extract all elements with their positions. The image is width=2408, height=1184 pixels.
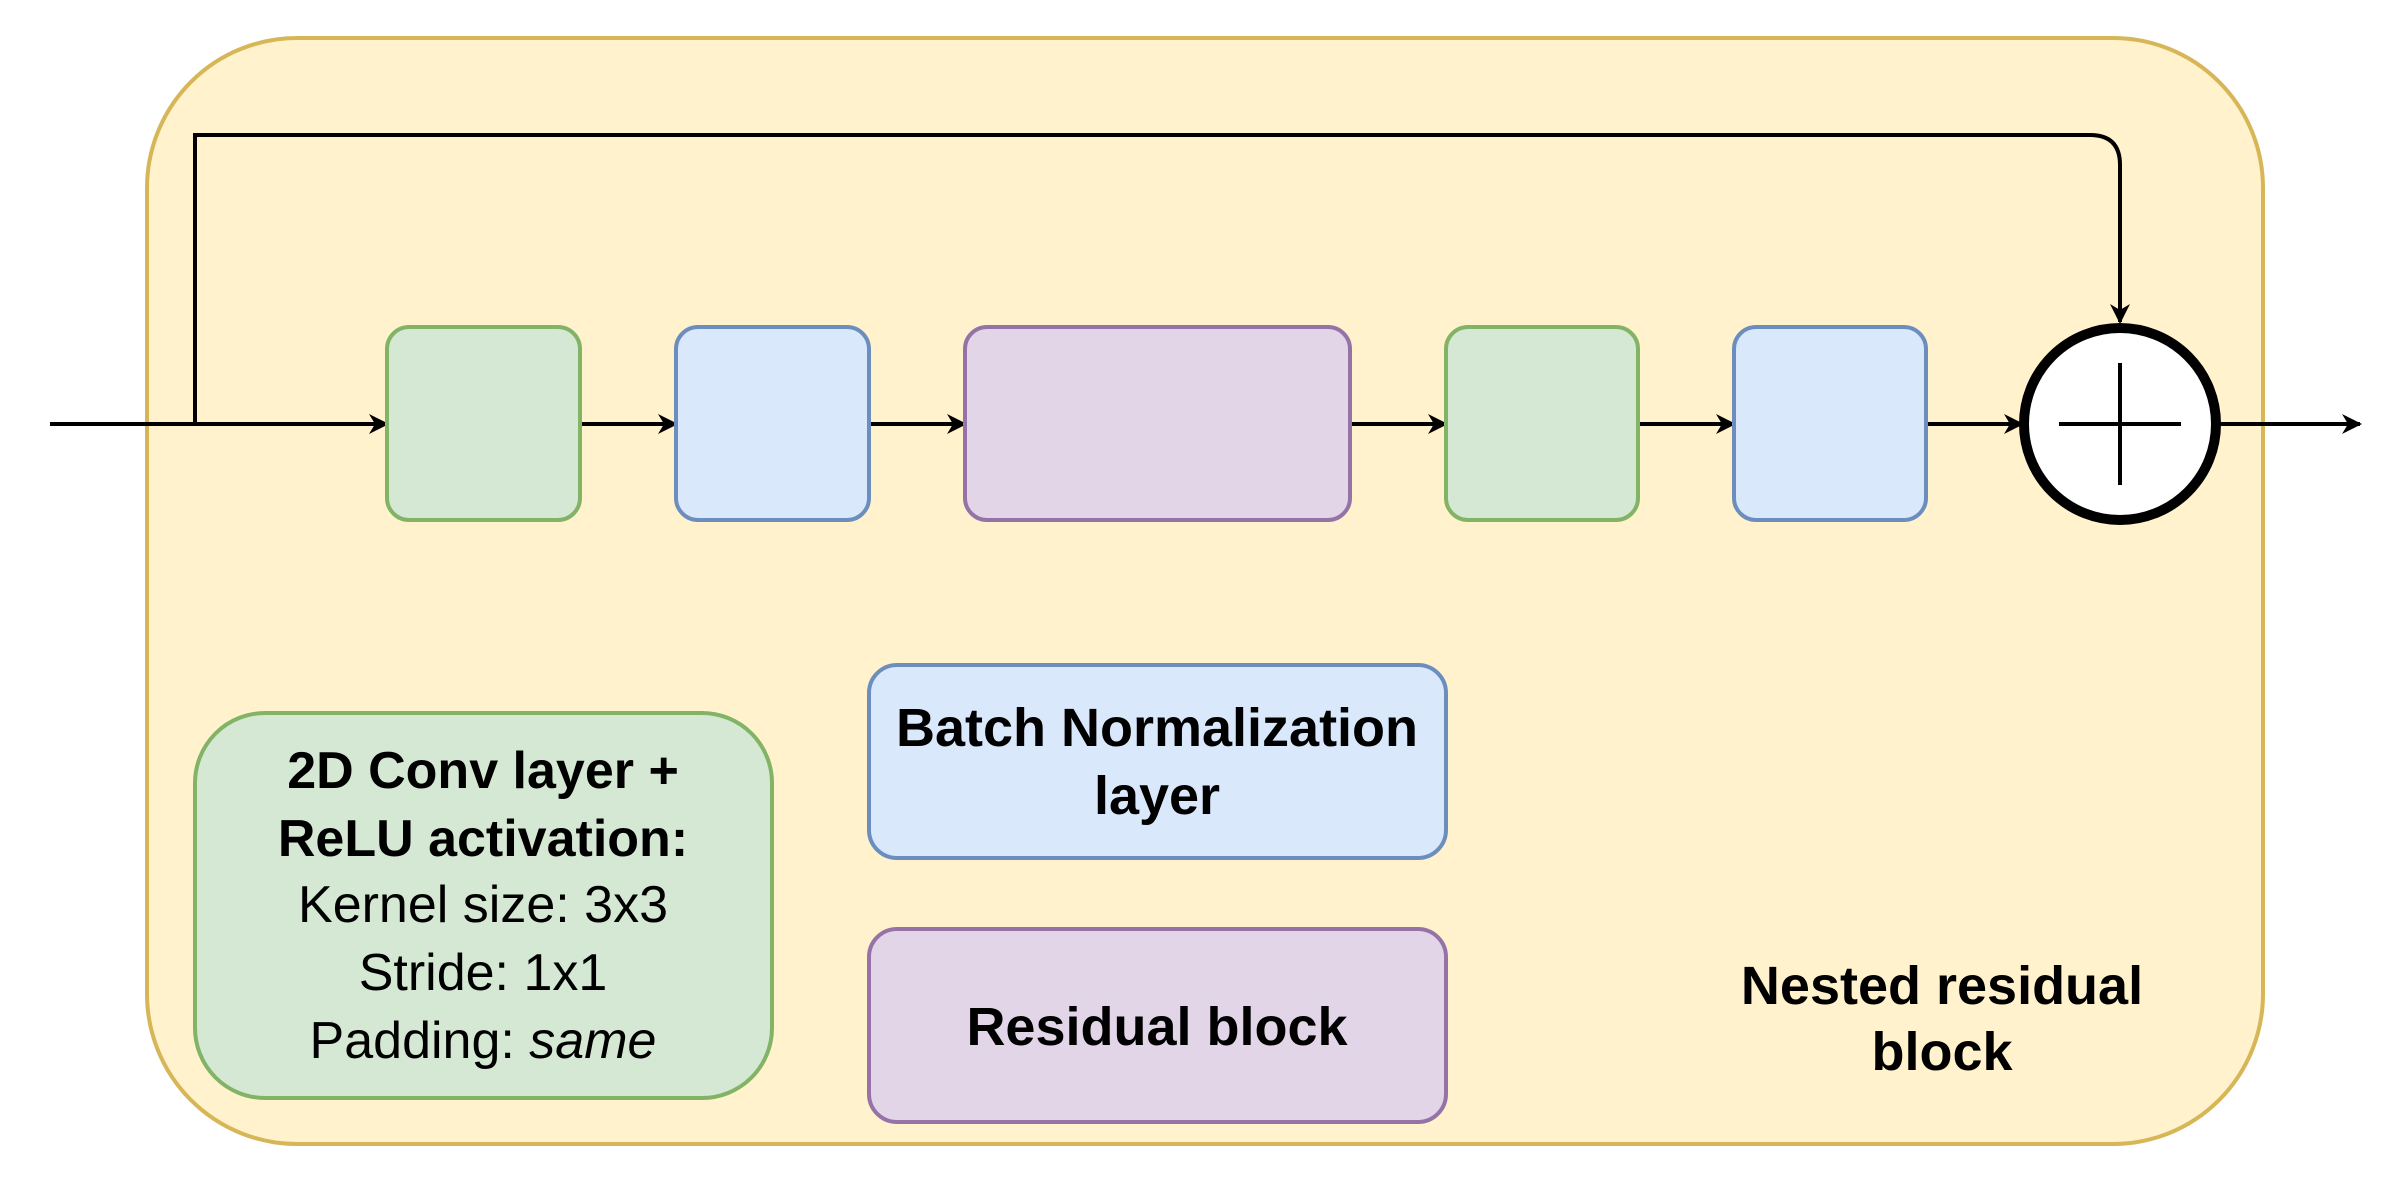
container-label-2: block [1871, 1022, 2013, 1082]
pipeline-residual-block [963, 325, 1352, 522]
legend-res-label: Residual block [966, 997, 1348, 1057]
legend-bn-line2: layer [1094, 766, 1220, 826]
legend-batchnorm: Batch Normalization layer [867, 663, 1448, 860]
legend-conv-title-1: 2D Conv layer + [287, 742, 679, 800]
skip-connection-arrow [193, 133, 2130, 424]
pipeline-conv-block-2 [1444, 325, 1640, 522]
pipeline-batchnorm-block-2 [1732, 325, 1928, 522]
pipeline-conv-block-1 [385, 325, 582, 522]
legend-conv-stride: Stride: 1x1 [359, 944, 608, 1002]
legend-conv-title-2: ReLU activation: [278, 810, 688, 868]
plus-circle-icon [2019, 323, 2221, 525]
container-label-1: Nested residual [1741, 956, 2143, 1016]
legend-conv-kernel: Kernel size: 3x3 [298, 876, 668, 934]
legend-conv-padding: Padding: same [310, 1012, 657, 1070]
legend-bn-line1: Batch Normalization [896, 698, 1418, 758]
legend-conv: 2D Conv layer + ReLU activation: Kernel … [193, 711, 774, 1100]
legend-residual: Residual block [867, 927, 1448, 1124]
pipeline-batchnorm-block-1 [674, 325, 871, 522]
